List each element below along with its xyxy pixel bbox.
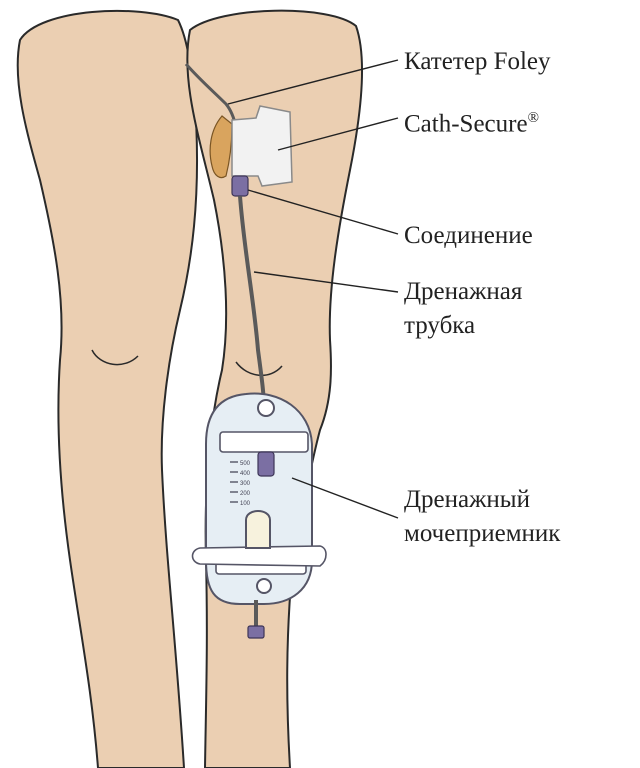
bag-scale-label: 300 xyxy=(240,481,251,487)
registered-mark: ® xyxy=(528,110,539,126)
label-cath-secure-text: Cath-Secure xyxy=(404,110,528,137)
label-drainage-bag-line2: мочеприемник xyxy=(404,518,560,550)
drain-clamp xyxy=(248,626,264,638)
bag-inlet-valve xyxy=(258,452,274,476)
bag-scale-label: 500 xyxy=(240,461,251,467)
label-cath-secure: Cath-Secure® xyxy=(404,102,539,140)
bag-top-eyelet xyxy=(258,400,274,416)
connector xyxy=(232,176,248,196)
label-connection: Соединение xyxy=(404,220,533,252)
bag-bottom-eyelet xyxy=(257,579,271,593)
label-foley-catheter: Катетер Foley xyxy=(404,46,551,78)
bag-scale-label: 100 xyxy=(240,501,251,507)
left-leg xyxy=(18,11,197,768)
bag-outlet-window xyxy=(246,511,270,548)
label-drainage-tube-line1: Дренажная xyxy=(404,276,522,308)
label-drainage-bag-line1: Дренажный xyxy=(404,484,530,516)
label-drainage-tube-line2: трубка xyxy=(404,310,475,342)
bag-scale-label: 400 xyxy=(240,471,251,477)
upper-strap xyxy=(220,432,308,452)
bag-scale-label: 200 xyxy=(240,491,251,497)
